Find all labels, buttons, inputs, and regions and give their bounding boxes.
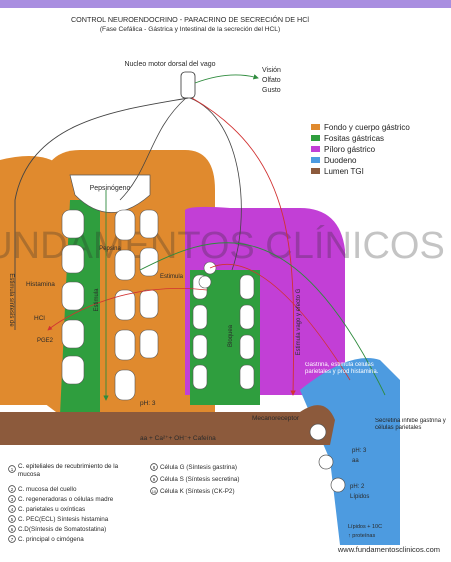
key-text-3: C. regeneradoras o células madre bbox=[18, 496, 114, 503]
key-num-2: 2 bbox=[11, 487, 14, 492]
title-line2: (Fase Cefálica - Gástrica y Intestinal d… bbox=[100, 26, 280, 33]
vagal-nucleus-node bbox=[181, 72, 195, 98]
label-estimula-sintesis: Estimula síntesis de bbox=[8, 273, 14, 327]
label-duod-ph2: pH: 2 bbox=[350, 484, 365, 490]
label-hcl: HCl bbox=[34, 315, 45, 322]
title-line1: CONTROL NEUROENDOCRINO - PARACRINO DE SE… bbox=[71, 15, 309, 24]
label-duod-bottom2: ↑ proteínas bbox=[348, 533, 375, 539]
nucleus-label: Nucleo motor dorsal del vago bbox=[124, 61, 215, 68]
sense-olfato: Olfato bbox=[262, 77, 281, 84]
label-mecanoreceptor: Mecanoreceptor bbox=[252, 415, 300, 422]
legend-label-0: Fondo y cuerpo gástrico bbox=[324, 123, 410, 132]
label-duod-ph3: pH: 3 bbox=[352, 448, 367, 454]
key-num-4: 4 bbox=[11, 507, 14, 512]
key-text-1-box: C. epiteliales de recubrimiento de la mu… bbox=[18, 463, 138, 481]
label-estimula-vago: Estimula vago y efecto G bbox=[296, 288, 302, 355]
secretina-note: Secretina inhibe gastrina y células pari… bbox=[375, 418, 451, 432]
legend-swatch-3 bbox=[311, 157, 320, 163]
legend-swatch-0 bbox=[311, 124, 320, 130]
website-link[interactable]: www.fundamentosclinicos.com bbox=[337, 545, 440, 554]
key-text-10: Célula K (Síntesis (CK-P2) bbox=[160, 488, 235, 495]
key-num-1: 1 bbox=[11, 467, 14, 472]
label-bloquea: Bloquea bbox=[228, 324, 234, 347]
label-pepsinogeno: Pepsinógeno bbox=[90, 185, 131, 192]
label-ph-lumen: pH: 3 bbox=[140, 400, 156, 407]
sense-gusto: Gusto bbox=[262, 87, 281, 94]
cell-key-left: 1 C. epiteliales de recubrimiento de la … bbox=[9, 463, 138, 543]
key-text-9: Célula S (Síntesis secretina) bbox=[160, 476, 239, 483]
label-duod-aa: aa bbox=[352, 458, 359, 464]
senses-to-nucleus-arrow bbox=[195, 75, 258, 83]
gastrina-note: Gastrina, estimula células parietales y … bbox=[305, 362, 393, 376]
label-lumen-chems: aa + Ca²⁺+ OH⁻+ Cafeína bbox=[140, 435, 216, 442]
gastrina-note-box: Gastrina, estimula células parietales y … bbox=[305, 362, 393, 402]
sense-vision: Visión bbox=[262, 67, 281, 74]
label-histamina: Histamina bbox=[26, 281, 55, 288]
key-text-8: Célula G (Síntesis gastrina) bbox=[160, 464, 237, 471]
legend-label-2: Píloro gástrico bbox=[324, 145, 376, 154]
key-text-4: C. parietales u oxínticas bbox=[18, 506, 85, 513]
key-num-5: 5 bbox=[11, 517, 14, 522]
legend-swatch-1 bbox=[311, 135, 320, 141]
legend: Fondo y cuerpo gástrico Fositas gástrica… bbox=[311, 123, 410, 176]
key-num-6: 6 bbox=[11, 527, 14, 532]
key-num-7: 7 bbox=[11, 537, 14, 542]
legend-swatch-4 bbox=[311, 168, 320, 174]
legend-label-4: Lumen TGI bbox=[324, 167, 364, 176]
key-num-8: 8 bbox=[153, 465, 156, 470]
cell-key-right: 8 Célula G (Síntesis gastrina) 9 Célula … bbox=[151, 464, 240, 495]
legend-swatch-2 bbox=[311, 146, 320, 152]
label-estimula-vertical: Estimula bbox=[94, 288, 100, 312]
key-text-1: C. epiteliales de recubrimiento de la mu… bbox=[18, 463, 138, 479]
key-text-5: C. PEC(ECL) Síntesis histamina bbox=[18, 516, 109, 523]
key-num-3: 3 bbox=[11, 497, 14, 502]
key-num-10: 10 bbox=[152, 489, 157, 494]
label-pge2: PGE2 bbox=[37, 338, 54, 344]
key-text-2: C. mucosa del cuello bbox=[18, 486, 77, 493]
key-text-7: C. principal o cimógena bbox=[18, 536, 84, 543]
key-text-6: C.D(Síntesis de Somatostatina) bbox=[18, 526, 106, 533]
label-duod-bottom1: Lípidos + 10C bbox=[348, 524, 382, 530]
legend-label-1: Fositas gástricas bbox=[324, 134, 384, 143]
key-num-9: 9 bbox=[153, 477, 156, 482]
label-duod-lipidos: Lípidos bbox=[350, 494, 369, 500]
secretina-note-box: Secretina inhibe gastrina y células pari… bbox=[375, 418, 451, 448]
label-pepsina: Pepsina bbox=[99, 246, 121, 252]
label-estimula-mid: Estimula bbox=[160, 274, 184, 280]
legend-label-3: Duodeno bbox=[324, 156, 357, 165]
